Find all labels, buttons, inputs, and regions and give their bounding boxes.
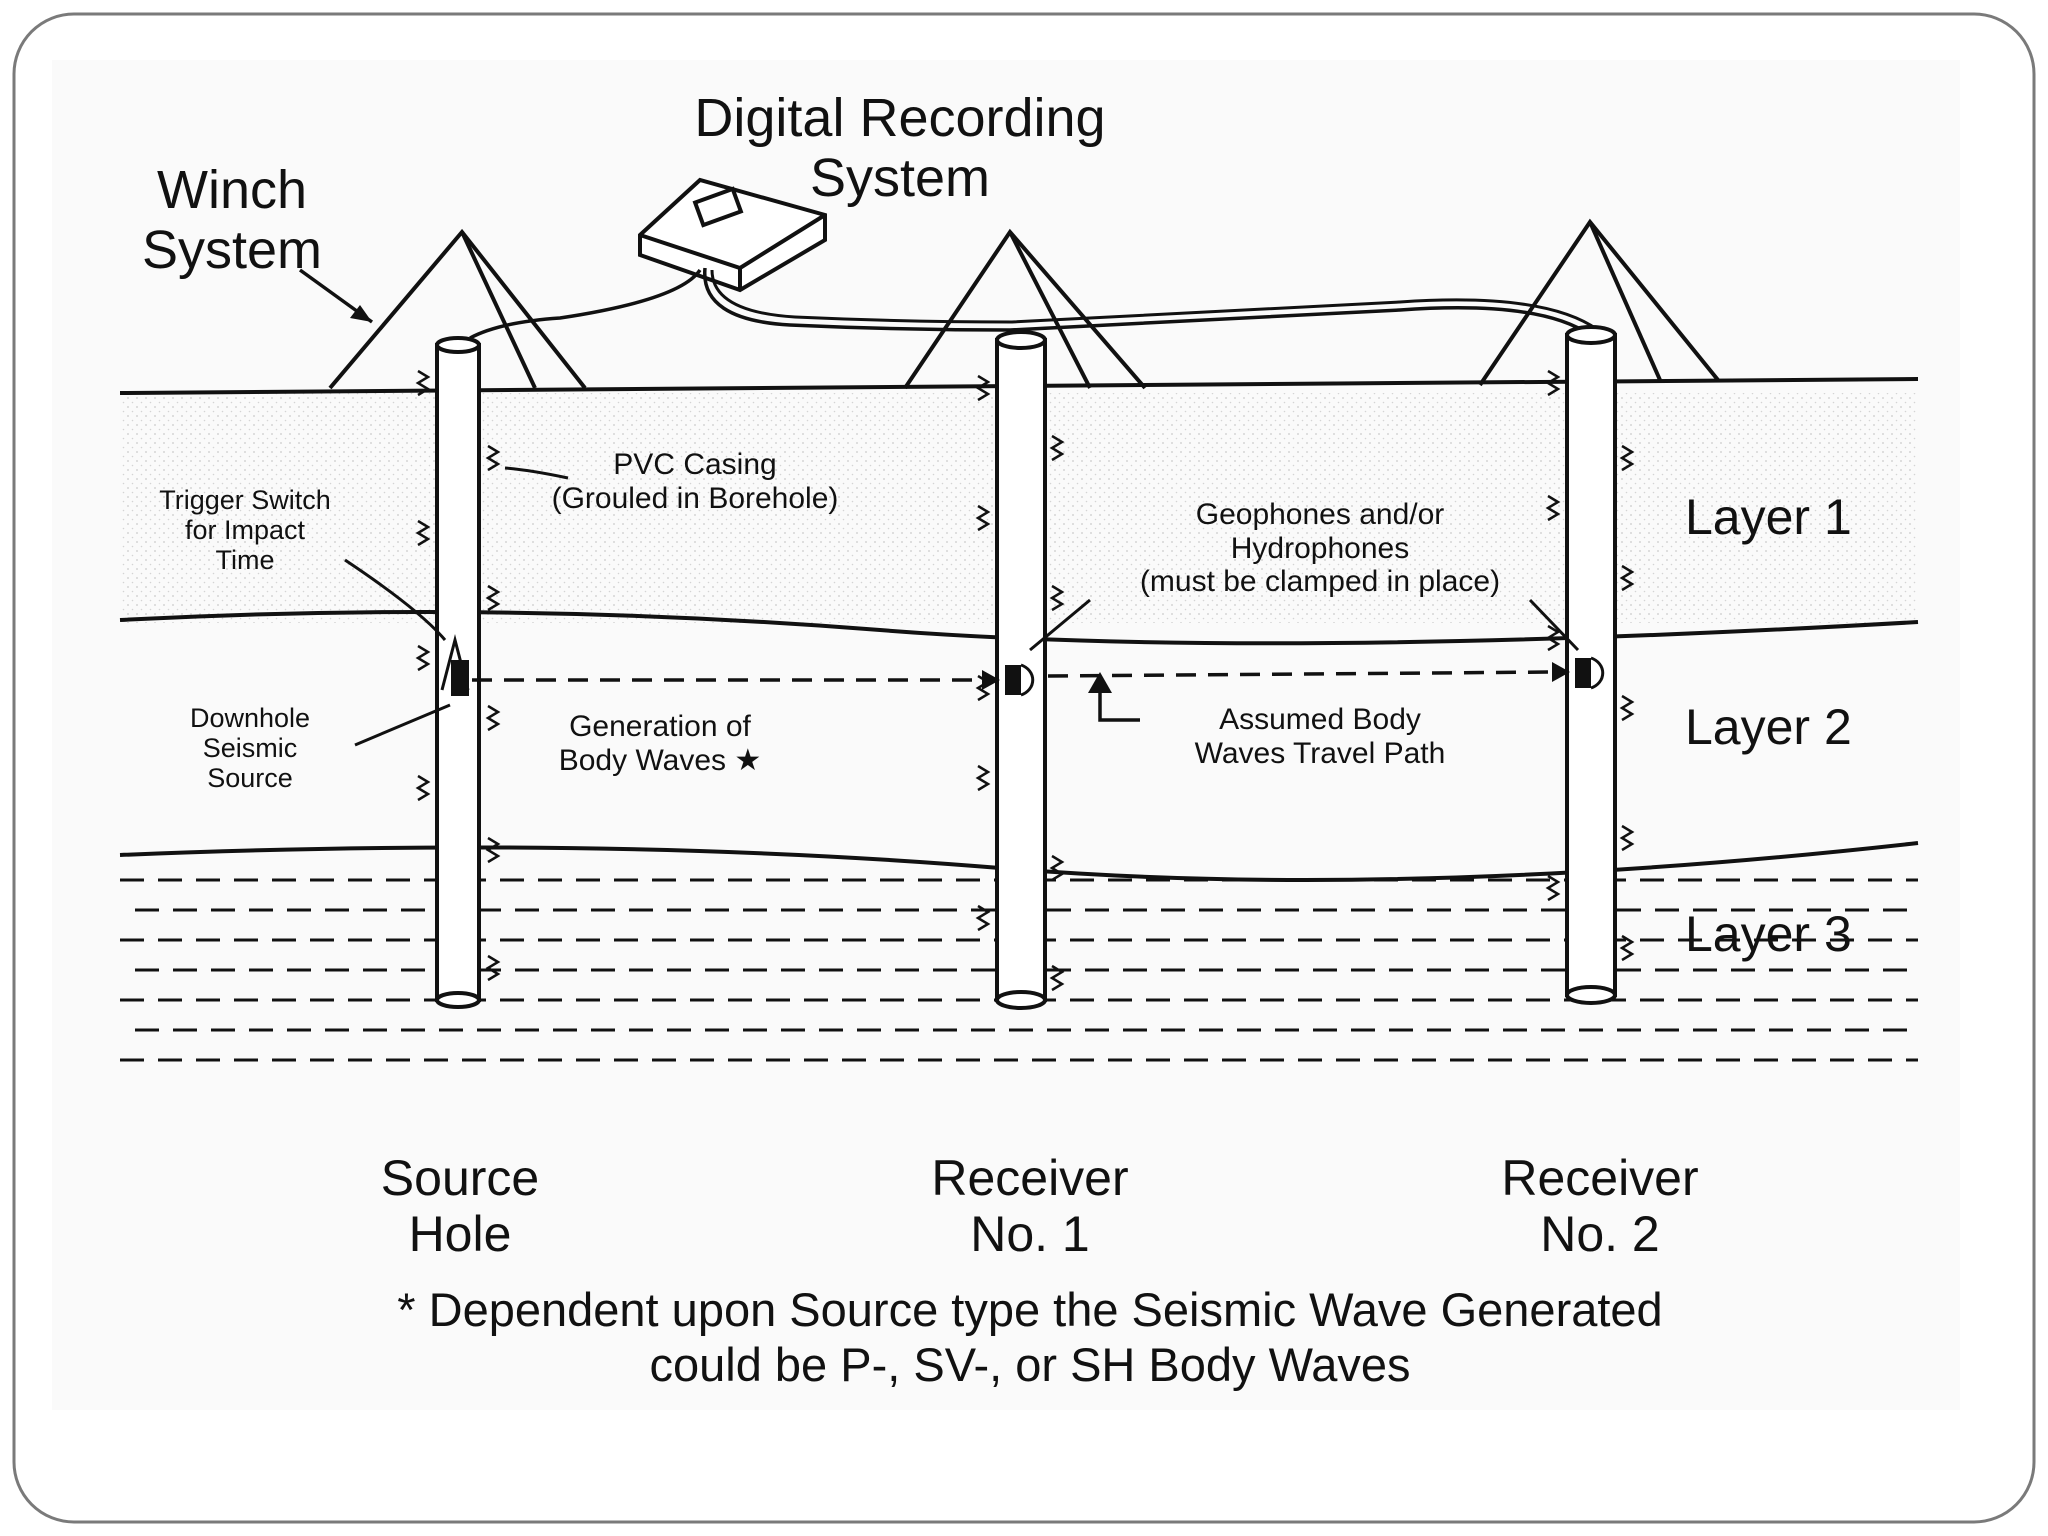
source-hole xyxy=(435,336,481,1009)
receiver-1-geophone xyxy=(1005,663,1035,697)
downhole-leader xyxy=(354,703,451,747)
tripod-source xyxy=(328,228,587,390)
grout-marks xyxy=(415,369,1635,992)
pvc-leader xyxy=(504,466,569,480)
tripod-receiver-2 xyxy=(1478,218,1720,387)
cable-to-source xyxy=(469,268,702,340)
layer-3-label: Layer 3 xyxy=(1685,906,1852,962)
layer-2-label: Layer 2 xyxy=(1685,699,1852,755)
recording-box xyxy=(638,177,827,293)
tripod-receiver-1 xyxy=(903,228,1147,390)
geophone-leader-2 xyxy=(1528,598,1580,652)
source-trigger xyxy=(440,634,470,691)
seismic-source xyxy=(451,660,469,696)
travel-path-2 xyxy=(1047,670,1556,678)
receiver-2-geophone xyxy=(1575,656,1605,690)
travel-arrow-1 xyxy=(982,670,1000,690)
winch-arrowhead xyxy=(350,305,372,322)
pvc-label: PVC Casing(Grouled in Borehole) xyxy=(551,448,839,515)
travel-arrow-2 xyxy=(1552,662,1570,682)
cable-to-receivers xyxy=(703,267,1592,337)
assumed-arrowhead xyxy=(1088,672,1112,693)
cable-double xyxy=(710,269,1599,332)
assumed-leader xyxy=(1098,690,1140,722)
geophone-leader-1 xyxy=(1029,598,1091,652)
footnote: * Dependent upon Source type the Seismic… xyxy=(397,1283,1663,1392)
layer-1-label: Layer 1 xyxy=(1685,489,1852,545)
trigger-leader xyxy=(344,558,447,641)
